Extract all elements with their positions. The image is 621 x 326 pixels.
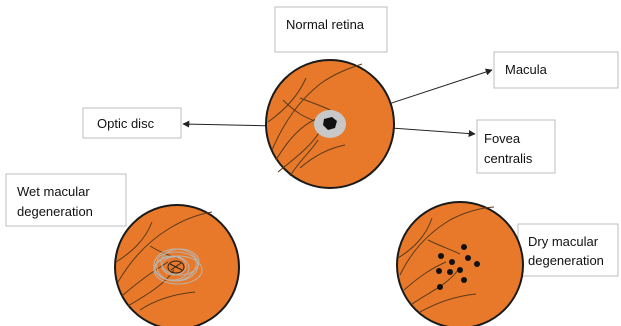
fovea-label-line1: Fovea [484,131,521,146]
label-box-optic-disc: Optic disc [83,108,181,138]
label-box-wet-macular: Wet macular degeneration [6,174,126,226]
macula-label: Macula [505,62,548,77]
normal-retina-label: Normal retina [286,17,365,32]
wet-label-line2: degeneration [17,204,93,219]
label-box-macula: Macula [494,52,618,88]
wet-label-line1: Wet macular [17,184,90,199]
wet-retina-fundus [115,205,239,326]
normal-retina-fundus [266,60,394,188]
dry-retina-fundus [397,202,523,326]
dry-label-line2: degeneration [528,253,604,268]
label-box-normal-retina: Normal retina [275,7,387,52]
label-box-dry-macular: Dry macular degeneration [518,224,618,276]
label-box-fovea-centralis: Fovea centralis [477,120,555,173]
optic-disc-label: Optic disc [97,116,155,131]
dry-label-line1: Dry macular [528,234,599,249]
arrow-to-optic-disc [183,124,278,126]
fovea-label-line2: centralis [484,151,533,166]
